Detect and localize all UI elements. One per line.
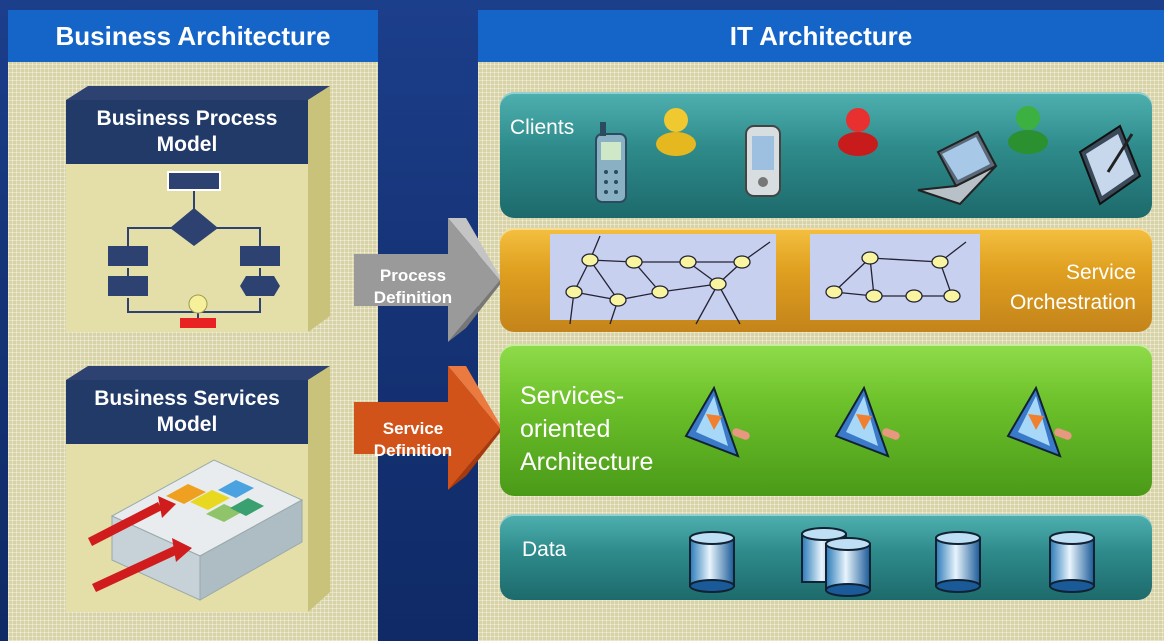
service-definition-arrow: [354, 366, 502, 490]
service-icons: [684, 385, 1072, 458]
pda-icon: [745, 125, 781, 197]
it-architecture-title: IT Architecture: [729, 20, 913, 51]
services-model-title: Business Services Model: [66, 380, 308, 444]
database-icon-1: [689, 531, 735, 593]
clients-band: Clients: [500, 92, 1152, 218]
laptop-icon: [917, 130, 998, 206]
database-icon-3: [935, 531, 981, 593]
business-services-model-box: Business Services Model: [66, 366, 332, 628]
data-label: Data: [522, 538, 567, 561]
process-definition-label: Process Definition: [373, 266, 453, 307]
user-red-icon: [838, 108, 878, 156]
service-orchestration-band: Service Orchestration: [500, 228, 1152, 332]
process-model-title: Business Process Model: [66, 100, 308, 164]
database-icon-2: [801, 527, 871, 597]
database-icon-4: [1049, 531, 1095, 593]
tablet-icon: [1078, 124, 1142, 206]
mobile-phone-icon: [595, 122, 627, 203]
database-icons: [689, 527, 1095, 597]
network-right-nodes: [825, 251, 961, 303]
business-process-model-box: Business Process Model: [66, 86, 332, 348]
clients-icons: [595, 106, 1142, 206]
user-yellow-icon: [656, 108, 696, 156]
orchestration-label: Service Orchestration: [1009, 261, 1136, 314]
service-icon-3: [1006, 385, 1072, 458]
service-icon-1: [684, 385, 750, 458]
service-definition-label: Service Definition: [373, 419, 453, 460]
business-architecture-title: Business Architecture: [55, 20, 331, 51]
business-architecture-header: Business Architecture: [8, 10, 378, 62]
orchestration-networks: [550, 234, 980, 325]
service-icon-2: [834, 385, 900, 458]
soa-band: Services- oriented Architecture: [500, 344, 1152, 496]
network-left-nodes: [565, 253, 751, 307]
clients-label: Clients: [510, 116, 575, 139]
it-architecture-header: IT Architecture: [478, 10, 1164, 62]
process-definition-arrow: [354, 218, 502, 342]
services-grid-illustration: [88, 459, 304, 601]
data-band: Data: [500, 514, 1152, 600]
flowchart-diagram: [108, 171, 280, 328]
user-green-icon: [1008, 106, 1048, 154]
soa-label: Services- oriented Architecture: [520, 382, 654, 476]
